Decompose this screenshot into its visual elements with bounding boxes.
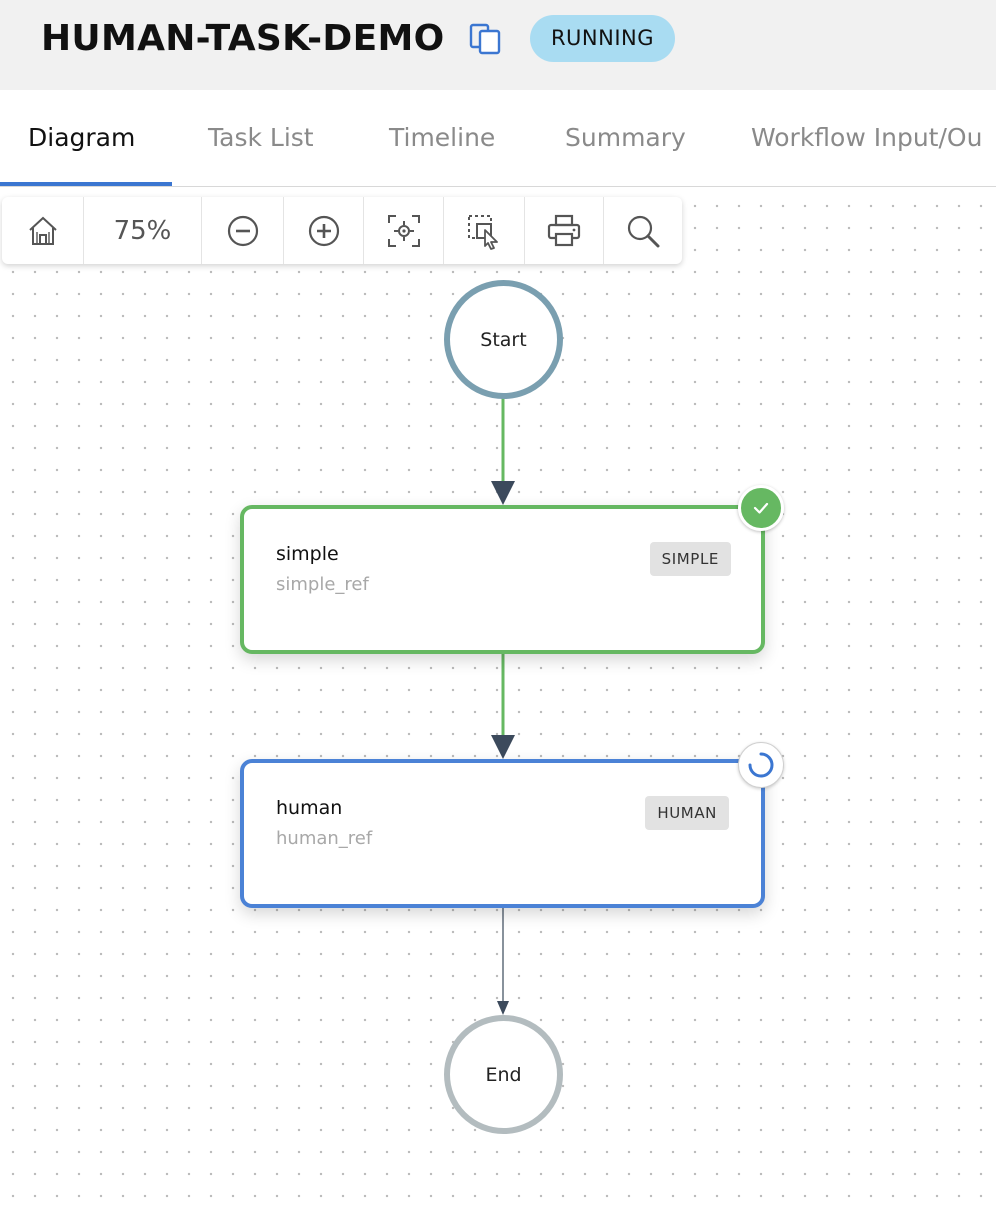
tab-bar: Diagram Task List Timeline Summary Workf… [0,90,996,187]
tab-task-list[interactable]: Task List [208,123,314,152]
home-button[interactable] [2,197,84,264]
search-button[interactable] [604,197,682,264]
tab-summary[interactable]: Summary [565,123,686,152]
tab-timeline[interactable]: Timeline [389,123,496,152]
home-icon [28,216,57,245]
task-name: human [276,797,343,819]
zoom-in-icon [308,215,339,246]
select-icon [468,214,498,250]
end-node[interactable]: End [444,1015,563,1134]
active-tab-indicator [0,182,172,186]
workflow-title: HUMAN-TASK-DEMO [41,18,445,59]
fit-view-icon [387,214,420,247]
zoom-in-button[interactable] [284,197,364,264]
workflow-header: HUMAN-TASK-DEMO RUNNING [0,0,996,90]
select-button[interactable] [444,197,525,264]
task-ref: human_ref [276,828,373,849]
start-node[interactable]: Start [444,280,563,399]
print-icon [547,214,581,246]
end-label: End [485,1063,522,1086]
completed-status-icon [738,485,784,531]
fit-view-button[interactable] [364,197,444,264]
task-ref: simple_ref [276,574,369,595]
zoom-level-display[interactable]: 75% [84,197,202,264]
task-type-badge: HUMAN [645,796,729,830]
diagram-toolbar: 75% [2,197,682,264]
task-name: simple [276,543,339,565]
print-button[interactable] [525,197,604,264]
copy-icon[interactable] [468,22,504,56]
task-node-simple[interactable]: simple simple_ref SIMPLE [240,505,765,654]
task-type-badge: SIMPLE [649,542,731,576]
search-icon [627,215,660,247]
tab-diagram[interactable]: Diagram [28,123,136,152]
edge-human-to-end [497,907,509,1015]
task-node-human[interactable]: human human_ref HUMAN [240,759,765,908]
zoom-level: 75% [113,215,172,246]
start-label: Start [480,328,527,351]
edge-start-to-simple [491,398,515,505]
tab-workflow-input-output[interactable]: Workflow Input/Ou [751,123,983,152]
edge-simple-to-human [491,653,515,759]
in-progress-spinner-icon [738,742,784,788]
zoom-out-button[interactable] [202,197,284,264]
status-badge: RUNNING [530,15,675,62]
zoom-out-icon [227,215,258,246]
